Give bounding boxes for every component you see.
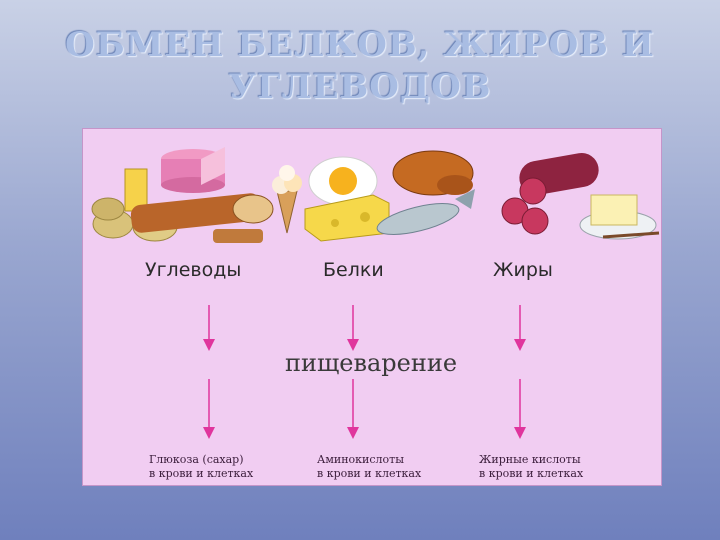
ice-cream-icon [272, 165, 302, 234]
result-proteins-line-1: Аминокислоты [317, 453, 404, 466]
diagram-panel: Углеводы Белки Жиры пищеварение Глюкоза … [82, 128, 662, 486]
title-line-1: ОБМЕН БЕЛКОВ, ЖИРОВ И [65, 25, 655, 65]
result-fats: Жирные кислоты в крови и клетках [479, 453, 583, 481]
category-carbs: Углеводы [145, 259, 242, 281]
cheese-icon [304, 194, 390, 242]
result-fats-line-2: в крови и клетках [479, 467, 584, 480]
butter-icon [579, 194, 660, 240]
result-proteins-line-2: в крови и клетках [317, 467, 422, 480]
result-carbs-line-1: Глюкоза (сахар) [149, 453, 244, 466]
cake-icon [161, 147, 225, 193]
digestion-label: пищеварение [284, 349, 458, 377]
category-proteins: Белки [323, 259, 384, 281]
result-carbs: Глюкоза (сахар) в крови и клетках [149, 453, 253, 481]
egg-icon [308, 156, 378, 206]
fish-icon [376, 189, 475, 235]
result-carbs-line-2: в крови и клетках [149, 467, 254, 480]
result-fats-line-1: Жирные кислоты [479, 453, 581, 466]
result-proteins: Аминокислоты в крови и клетках [317, 453, 421, 481]
food-illustration [91, 147, 660, 243]
page-title: ОБМЕН БЕЛКОВ, ЖИРОВ И УГЛЕВОДОВ [0, 24, 720, 108]
sausage-icon [501, 153, 599, 235]
title-line-2: УГЛЕВОДОВ [228, 67, 492, 107]
category-fats: Жиры [493, 259, 553, 281]
bread-icon [130, 193, 274, 243]
chicken-icon [392, 150, 474, 196]
